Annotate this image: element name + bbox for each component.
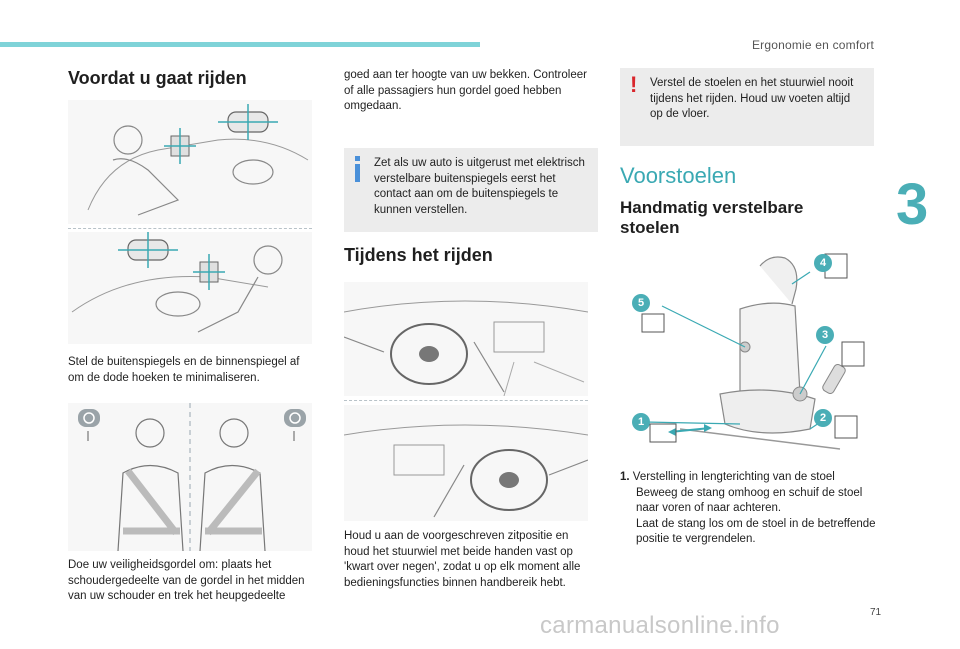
seat-callout-5: 5: [632, 294, 650, 312]
illustration-seatbelt: [68, 403, 312, 551]
warning-box-adjust: ! Verstel de stoelen en het stuurwiel no…: [620, 68, 874, 146]
mirror-adjust-drawing-2: [68, 232, 312, 344]
seat-callout-2: 2: [814, 409, 832, 427]
divider-dashed-2: [344, 400, 588, 401]
section-title: Ergonomie en comfort: [751, 38, 874, 52]
info-box-electric-mirrors: Zet als uw auto is uitgerust met elektri…: [344, 148, 598, 232]
illustration-steering-rhd: [344, 405, 588, 521]
watermark: carmanualsonline.info: [540, 612, 780, 639]
heading-manual-seats: Handmatig verstelbare stoelen: [620, 198, 804, 237]
heading-before-driving: Voordat u gaat rijden: [68, 68, 247, 88]
chapter-number: 3: [896, 172, 929, 237]
caption-seatbelt: Doe uw veiligheidsgordel om: plaats het …: [68, 559, 305, 602]
seatbelt-drawing: [68, 403, 312, 551]
illustration-seat: 1 2 3 4 5: [620, 244, 874, 454]
bullet-2-text: Laat de stang los om de stoel in de betr…: [636, 517, 876, 546]
header-accent-bar: [0, 42, 480, 47]
info-text: Zet als uw auto is uitgerust met elektri…: [374, 157, 585, 216]
seat-callout-3: 3: [816, 326, 834, 344]
seat-callout-1: 1: [632, 413, 650, 431]
seat-callout-4: 4: [814, 254, 832, 272]
heading-while-driving: Tijdens het rijden: [344, 245, 493, 265]
info-icon: [354, 156, 362, 184]
item-1-number: 1.: [620, 471, 630, 483]
caption-driving-position: Houd u aan de voorgeschreven zitpositie …: [344, 530, 581, 589]
bullet-1-text: Beweeg de stang omhoog en schuif de stoe…: [636, 486, 863, 515]
steering-drawing-1: [344, 282, 588, 396]
bullet-2: Laat de stang los om de stoel in de betr…: [620, 517, 878, 548]
item-1: 1. Verstelling in lengterichting van de …: [620, 470, 878, 486]
warning-icon: !: [630, 72, 638, 97]
illustration-steering-lhd: [344, 282, 588, 396]
bullet-1: Beweeg de stang omhoog en schuif de stoe…: [620, 486, 878, 517]
page-number: 71: [870, 607, 882, 618]
divider-dashed-1: [68, 228, 312, 229]
mirror-adjust-drawing-1: [68, 100, 312, 224]
item-1-text: Verstelling in lengterichting van de sto…: [632, 471, 835, 483]
seat-instructions: 1. Verstelling in lengterichting van de …: [620, 470, 878, 548]
caption-mirrors: Stel de buitenspiegels en de binnenspieg…: [68, 356, 300, 384]
illustration-mirror-adjust-left: [68, 100, 312, 224]
steering-drawing-2: [344, 405, 588, 521]
seat-drawing: [641, 253, 865, 450]
warning-text: Verstel de stoelen en het stuurwiel nooi…: [650, 77, 854, 120]
heading-front-seats: Voorstoelen: [620, 163, 737, 188]
illustration-mirror-adjust-right: [68, 232, 312, 344]
caption-seatbelt-continued: goed aan ter hoogte van uw bekken. Contr…: [344, 69, 587, 112]
